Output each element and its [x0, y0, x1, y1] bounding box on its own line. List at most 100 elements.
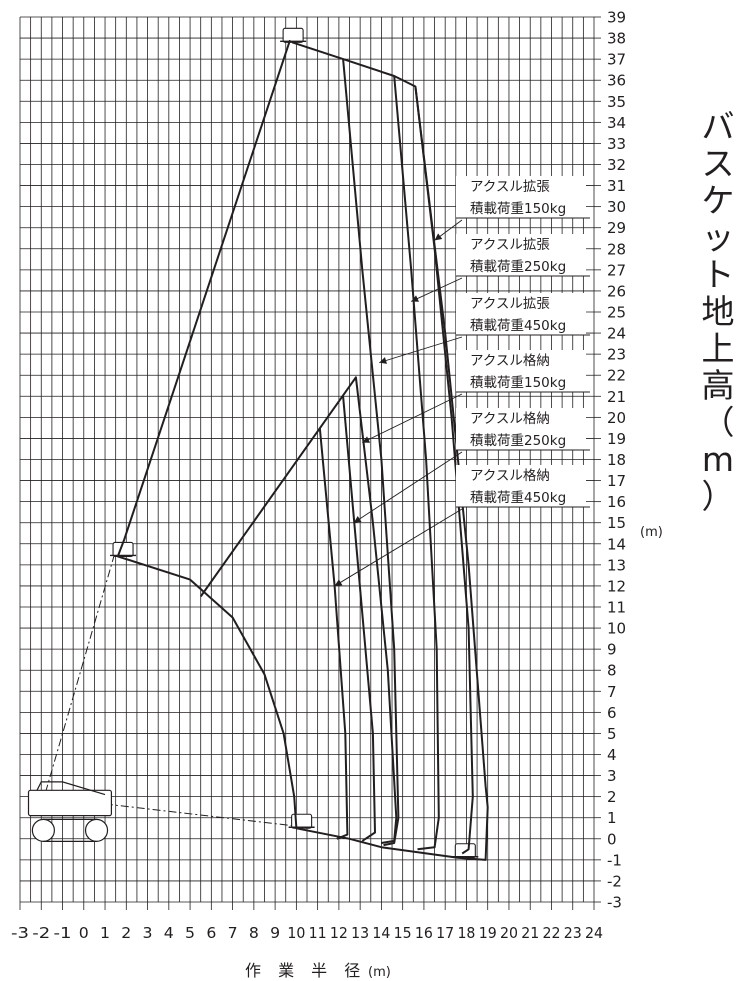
y-tick-label: 11 — [607, 599, 626, 617]
x-tick-label: 23 — [564, 924, 582, 942]
y-tick-label: 21 — [607, 388, 626, 406]
x-tick-label: 7 — [228, 924, 238, 942]
y-axis-title-char: ス — [702, 144, 735, 183]
x-tick-label: 6 — [206, 924, 216, 942]
y-tick-label: 28 — [607, 240, 626, 258]
x-tick-label: 20 — [500, 924, 518, 942]
annotation-arrowhead — [334, 579, 343, 586]
basket-top-icon — [282, 27, 304, 43]
y-tick-label: 31 — [607, 177, 626, 195]
annotation-background — [456, 234, 586, 276]
annotation-line1: アクスル拡張 — [470, 237, 550, 253]
y-axis-title-char: 上 — [702, 329, 735, 368]
annotation-line2: 積載荷重250kg — [470, 433, 566, 449]
x-tick-label: 9 — [270, 924, 280, 942]
y-tick-label: 38 — [607, 30, 626, 48]
y-tick-label: 8 — [607, 662, 617, 680]
y-tick-label: 22 — [607, 367, 626, 385]
y-tick-label: 29 — [607, 219, 626, 237]
y-tick-label: 19 — [607, 430, 626, 448]
y-tick-label: 9 — [607, 641, 617, 659]
y-tick-label: 35 — [607, 93, 626, 111]
y-tick-label: 13 — [607, 556, 626, 574]
annotation-background — [456, 408, 586, 450]
annotation-line2: 積載荷重450kg — [470, 318, 566, 334]
y-tick-label: 5 — [607, 725, 617, 743]
annotation-arrowhead — [434, 233, 443, 241]
annotation-background — [456, 293, 586, 335]
annotation-leader — [379, 336, 463, 364]
boom-reach-line-lower — [41, 796, 297, 827]
y-tick-label: 15 — [607, 514, 626, 532]
y-axis-title-char: バ — [702, 107, 735, 146]
annotation-background — [456, 176, 586, 218]
annotation-leader — [410, 277, 463, 302]
annotation-line2: 積載荷重250kg — [470, 259, 566, 275]
annotation-arrowhead — [411, 295, 419, 302]
x-tick-label: 5 — [185, 924, 195, 942]
x-tick-label: 15 — [394, 924, 412, 942]
y-tick-label: 1 — [607, 809, 617, 827]
y-tick-label: 33 — [607, 135, 626, 153]
load-annotations: アクスル拡張積載荷重150kgアクスル拡張積載荷重250kgアクスル拡張積載荷重… — [334, 176, 590, 587]
x-tick-label: 4 — [164, 924, 174, 942]
y-tick-label: 12 — [607, 577, 626, 595]
y-axis-title-char: ケ — [702, 181, 735, 220]
x-tick-label: 10 — [287, 924, 305, 942]
working-envelope — [116, 39, 489, 861]
y-tick-label: 18 — [607, 451, 626, 469]
y-axis-unit: (m) — [640, 525, 663, 540]
x-tick-label: -3 — [11, 924, 29, 942]
series-line-5 — [342, 396, 376, 842]
series-line-1 — [414, 86, 474, 855]
y-tick-label: 16 — [607, 493, 626, 511]
x-axis-unit: (m) — [368, 965, 391, 980]
y-tick-label: 37 — [607, 51, 626, 69]
y-axis-title-char: ト — [702, 255, 735, 294]
x-tick-label: 13 — [351, 924, 369, 942]
annotation-line1: アクスル格納 — [470, 411, 550, 427]
vehicle-body — [27, 789, 113, 817]
y-tick-label: 20 — [607, 409, 626, 427]
y-tick-label: 26 — [607, 282, 626, 300]
boom-base — [36, 781, 106, 796]
y-tick-label: 39 — [607, 9, 626, 27]
wheel-front — [84, 818, 109, 842]
x-axis-label: 作 業 半 径 (m) — [245, 961, 391, 980]
x-tick-label: 14 — [372, 924, 390, 942]
y-tick-label: 36 — [607, 72, 626, 90]
load-range-curves — [116, 39, 489, 861]
y-tick-label: 4 — [607, 746, 617, 764]
annotation-line2: 積載荷重150kg — [470, 375, 566, 391]
annotation-line2: 積載荷重450kg — [470, 490, 566, 506]
annotation-leader — [353, 451, 463, 524]
x-tick-label: 0 — [79, 924, 89, 942]
wheel-rear — [31, 818, 55, 842]
y-axis-title-char: ッ — [702, 218, 735, 257]
annotation-line2: 積載荷重150kg — [470, 201, 566, 217]
y-tick-label: 17 — [607, 472, 626, 490]
annotation-leader — [362, 393, 463, 444]
y-axis-title-char: 高 — [702, 366, 735, 405]
y-tick-label: 25 — [607, 304, 626, 322]
grid-lines — [19, 16, 601, 910]
annotation-line1: アクスル格納 — [470, 468, 550, 484]
y-axis-tick-labels: -3-2-10123456789101112131415161718192021… — [607, 9, 626, 912]
y-tick-label: 6 — [607, 704, 617, 722]
annotation-background — [456, 465, 586, 507]
x-tick-label: 8 — [249, 924, 259, 942]
x-tick-label: 24 — [585, 924, 603, 942]
x-tick-label: -2 — [32, 924, 50, 942]
x-tick-label: 18 — [457, 924, 475, 942]
y-axis-title-char: （ — [702, 403, 735, 442]
y-tick-label: 32 — [607, 156, 626, 174]
y-tick-label: 7 — [607, 683, 617, 701]
